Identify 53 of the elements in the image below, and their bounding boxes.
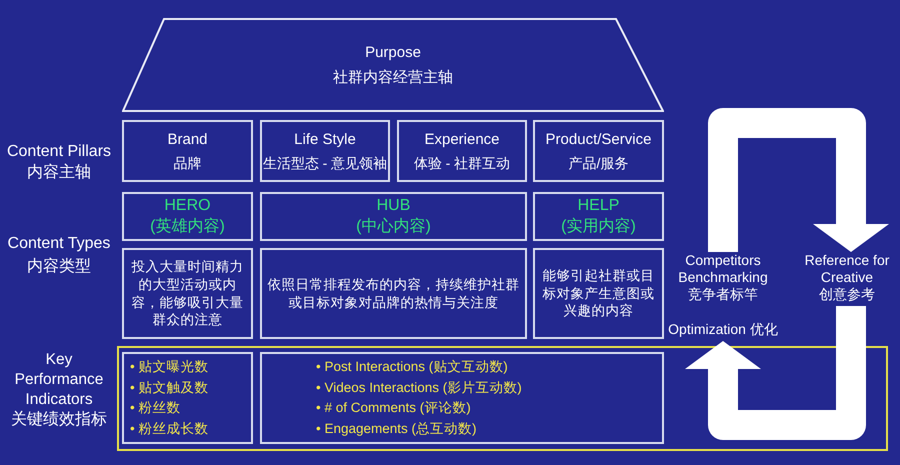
kpi-item: • 贴文曝光数 <box>130 358 208 376</box>
description-box <box>533 248 664 339</box>
subheading-text: 品牌 <box>174 154 202 172</box>
step-label: Optimization 优化 <box>668 321 778 338</box>
heading-text: Brand <box>167 130 208 150</box>
step-label: 竞争者标竿 <box>688 286 758 302</box>
kpi-item: • 贴文触及数 <box>130 378 208 397</box>
content-type-box <box>533 192 664 241</box>
subheading-text: 体验 - 社群互动 <box>414 154 510 172</box>
subheading-text: (中心内容) <box>356 216 431 236</box>
kpi-item: • Videos Interactions (影片互动数) <box>316 378 522 397</box>
heading-text: HERO <box>164 196 211 216</box>
description-box <box>260 248 527 339</box>
row-label: 内容类型 <box>26 257 92 277</box>
heading-text: Life Style <box>294 130 356 150</box>
pillar-box <box>122 120 253 182</box>
row-label: Content Pillars <box>6 142 112 162</box>
subheading-text: (实用内容) <box>561 216 636 236</box>
step-label: 创意参考 <box>819 286 875 302</box>
kpi-item: • Post Interactions (贴文互动数) <box>316 358 508 376</box>
content-type-box <box>260 192 527 241</box>
kpi-box <box>260 352 664 444</box>
subheading-text: 产品/服务 <box>568 154 628 172</box>
kpi-item: • # of Comments (评论数) <box>316 399 471 418</box>
subheading-text: 社群内容经营主轴 <box>333 68 453 88</box>
arrow <box>685 306 866 440</box>
pillar-box <box>260 120 390 182</box>
pillar-box <box>397 120 527 182</box>
arrow <box>708 108 889 252</box>
heading-text: HUB <box>376 196 410 216</box>
heading-text: HELP <box>578 196 620 216</box>
subheading-text: (英雄内容) <box>150 216 225 236</box>
subheading-text: 生活型态 - 意见领袖 <box>262 154 388 172</box>
content-type-box <box>122 192 253 241</box>
description-text: 能够引起社群或目标对象产生意图或兴趣的内容 <box>542 267 656 320</box>
kpi-box <box>122 352 253 444</box>
step-label: Reference for Creative <box>804 252 890 286</box>
purpose-roof <box>122 18 664 112</box>
row-label: 关键绩效指标 <box>10 410 108 430</box>
step-label: Competitors Benchmarking <box>677 252 769 286</box>
heading-text: Experience <box>424 130 500 150</box>
row-label: Content Types <box>6 234 112 254</box>
description-text: 投入大量时间精力的大型活动或内容，能够吸引大量群众的注意 <box>130 258 244 329</box>
kpi-item: • Engagements (总互动数) <box>316 420 477 438</box>
pillar-box <box>533 120 664 182</box>
kpi-item: • 粉丝数 <box>130 399 180 418</box>
kpi-item: • 粉丝成长数 <box>130 420 208 438</box>
row-label: 内容主轴 <box>26 163 92 183</box>
heading-text: Product/Service <box>546 130 652 150</box>
row-label: Key Performance Indicators <box>14 350 104 410</box>
description-text: 依照日常排程发布的内容，持续维护社群或目标对象对品牌的热情与关注度 <box>266 276 520 312</box>
description-box <box>122 248 253 339</box>
heading-text: Purpose <box>365 42 421 62</box>
